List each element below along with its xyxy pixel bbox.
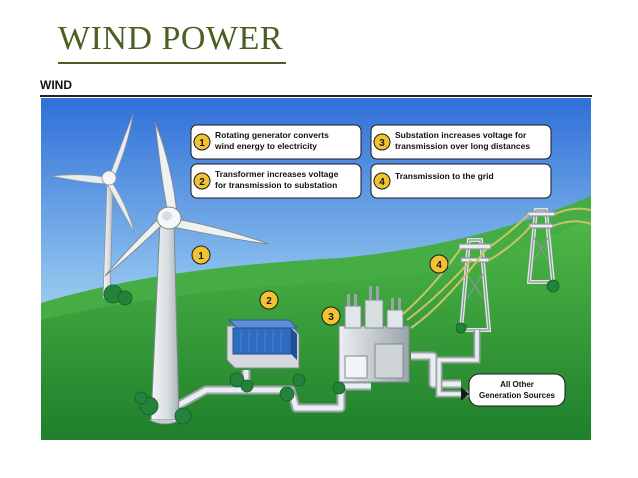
sources-line1: All Other <box>500 380 534 389</box>
title-underline <box>58 62 286 64</box>
scene-marker-4: 4 <box>429 254 449 274</box>
callout-3-line1: Substation increases voltage for <box>395 130 527 140</box>
scene-marker-2: 2 <box>259 290 279 310</box>
generation-sources-label: All Other Generation Sources <box>468 373 566 407</box>
scene-marker-2-number: 2 <box>266 296 272 307</box>
callout-1-line2: wind energy to electricity <box>214 141 317 151</box>
callout-3-number: 3 <box>379 138 385 149</box>
callout-1-number: 1 <box>199 138 205 149</box>
callout-1: 1 Rotating generator converts wind energ… <box>190 124 362 160</box>
sources-cable <box>435 330 501 401</box>
sources-line2: Generation Sources <box>479 391 556 400</box>
scene-marker-3-number: 3 <box>328 312 334 323</box>
scene-marker-4-number: 4 <box>436 260 442 271</box>
section-divider <box>40 95 592 97</box>
section-label: WIND <box>40 78 72 92</box>
transmission-tower-far <box>526 208 556 284</box>
callout-1-line1: Rotating generator converts <box>215 130 329 140</box>
scene-marker-1: 1 <box>191 245 211 265</box>
callout-2-number: 2 <box>199 177 205 188</box>
slide-title: WIND POWER <box>58 20 284 57</box>
wind-turbine-front <box>104 121 270 425</box>
substation-unit <box>338 286 410 383</box>
overhead-power-lines <box>402 207 591 329</box>
wind-power-diagram: 1 Rotating generator converts wind energ… <box>41 98 591 440</box>
callout-3-line2: transmission over long distances <box>395 141 530 151</box>
callout-3: 3 Substation increases voltage for trans… <box>370 124 552 160</box>
callout-4: 4 Transmission to the grid <box>370 163 552 199</box>
scene-marker-3: 3 <box>321 306 341 326</box>
callout-2-line1: Transformer increases voltage <box>215 169 339 179</box>
callout-4-number: 4 <box>379 177 385 188</box>
scene-marker-1-number: 1 <box>198 251 204 262</box>
callout-2: 2 Transformer increases voltage for tran… <box>190 163 362 199</box>
callout-4-line1: Transmission to the grid <box>395 171 494 181</box>
callout-2-line2: for transmission to substation <box>215 180 337 190</box>
transformer-unit <box>226 319 300 369</box>
shrubs <box>103 279 560 425</box>
